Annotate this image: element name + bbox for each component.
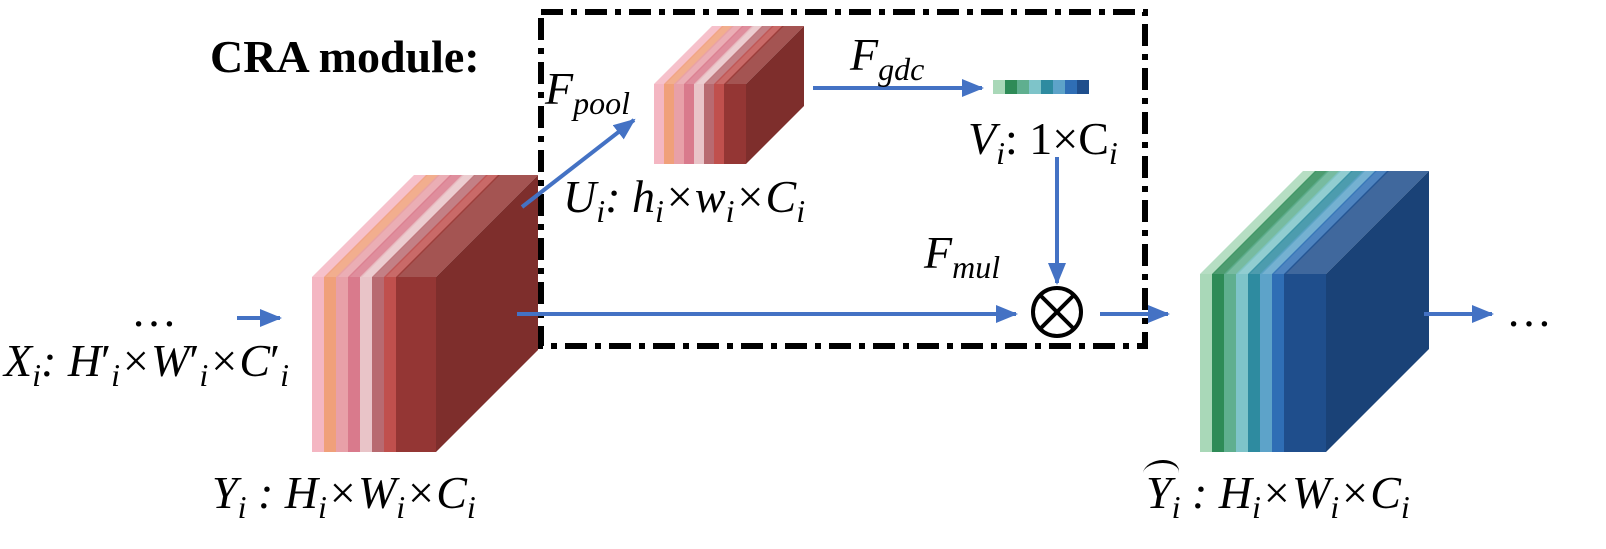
stack-layer-side xyxy=(746,26,804,164)
stack-layer-top xyxy=(324,175,440,277)
stack-layer-side xyxy=(1326,171,1429,452)
stack-layer xyxy=(664,84,676,164)
stack-layer-top xyxy=(348,175,464,277)
cra-module-boundary xyxy=(538,9,1148,349)
stack-layer xyxy=(1260,274,1274,452)
vector-cell xyxy=(1005,80,1017,94)
stack-layer-top xyxy=(654,26,724,84)
stack-layer xyxy=(654,84,666,164)
f-gdc-label: Fgdc xyxy=(850,29,925,87)
stack-layer-top xyxy=(1272,171,1389,274)
x-input-label: Xi: H′i×W′i×C′i xyxy=(4,335,289,393)
vector-cell xyxy=(993,80,1005,94)
multiply-icon xyxy=(1031,286,1083,338)
vector-v xyxy=(993,80,1089,94)
stack-layer-top xyxy=(1284,171,1429,274)
stack-layer xyxy=(372,277,386,452)
input-ellipsis: … xyxy=(131,285,181,336)
stack-layer xyxy=(694,84,706,164)
stack-layer xyxy=(1248,274,1262,452)
stack-layer xyxy=(396,277,436,452)
stack-layer-top xyxy=(1224,171,1341,274)
stack-layer-top xyxy=(1212,171,1329,274)
u-label: Ui: hi×wi×Ci xyxy=(563,171,806,229)
stack-layer xyxy=(384,277,398,452)
stack-layer-top xyxy=(664,26,734,84)
stack-layer xyxy=(704,84,716,164)
stack-layer-top xyxy=(704,26,774,84)
vector-cell xyxy=(1017,80,1029,94)
v-label: Vi: 1×Ci xyxy=(968,113,1118,171)
stack-layer xyxy=(1212,274,1226,452)
stack-layer xyxy=(1200,274,1214,452)
stack-layer-top xyxy=(312,175,428,277)
stack-layer-top xyxy=(684,26,754,84)
output-ellipsis: … xyxy=(1506,285,1556,336)
vector-cell xyxy=(1065,80,1077,94)
stack-layer xyxy=(724,84,746,164)
feature-stack-y-tilde xyxy=(1200,171,1429,452)
stack-layer-top xyxy=(714,26,784,84)
stack-layer-top xyxy=(1248,171,1365,274)
stack-layer-top xyxy=(360,175,476,277)
vector-cell xyxy=(1041,80,1053,94)
stack-layer xyxy=(348,277,362,452)
stack-layer xyxy=(324,277,338,452)
feature-stack-y xyxy=(312,175,538,452)
stack-layer-top xyxy=(1236,171,1353,274)
stack-layer xyxy=(312,277,326,452)
stack-layer-top xyxy=(694,26,764,84)
vector-cell xyxy=(1077,80,1089,94)
stack-layer-top xyxy=(384,175,500,277)
stack-layer xyxy=(674,84,686,164)
f-pool-label: Fpool xyxy=(545,63,630,121)
vector-cell xyxy=(1053,80,1065,94)
y-label: Yi : Hi×Wi×Ci xyxy=(212,467,476,525)
y-tilde-label: Yi : Hi×Wi×Ci xyxy=(1146,467,1410,525)
stack-layer-side xyxy=(436,175,538,452)
stack-layer xyxy=(1224,274,1238,452)
stack-layer xyxy=(684,84,696,164)
stack-layer xyxy=(1272,274,1286,452)
f-mul-label: Fmul xyxy=(924,227,1001,285)
feature-stack-u xyxy=(654,26,804,164)
module-title: CRA module: xyxy=(210,31,480,82)
stack-layer xyxy=(714,84,726,164)
stack-layer-top xyxy=(1260,171,1377,274)
stack-layer-top xyxy=(336,175,452,277)
stack-layer xyxy=(360,277,374,452)
stack-layer xyxy=(1284,274,1326,452)
arrow-pool xyxy=(520,118,636,209)
stack-layer xyxy=(1236,274,1250,452)
stack-layer-top xyxy=(372,175,488,277)
stack-layer-top xyxy=(674,26,744,84)
stack-layer-top xyxy=(396,175,538,277)
vector-cell xyxy=(1029,80,1041,94)
stack-layer-top xyxy=(1200,171,1317,274)
stack-layer-top xyxy=(724,26,804,84)
stack-layer xyxy=(336,277,350,452)
